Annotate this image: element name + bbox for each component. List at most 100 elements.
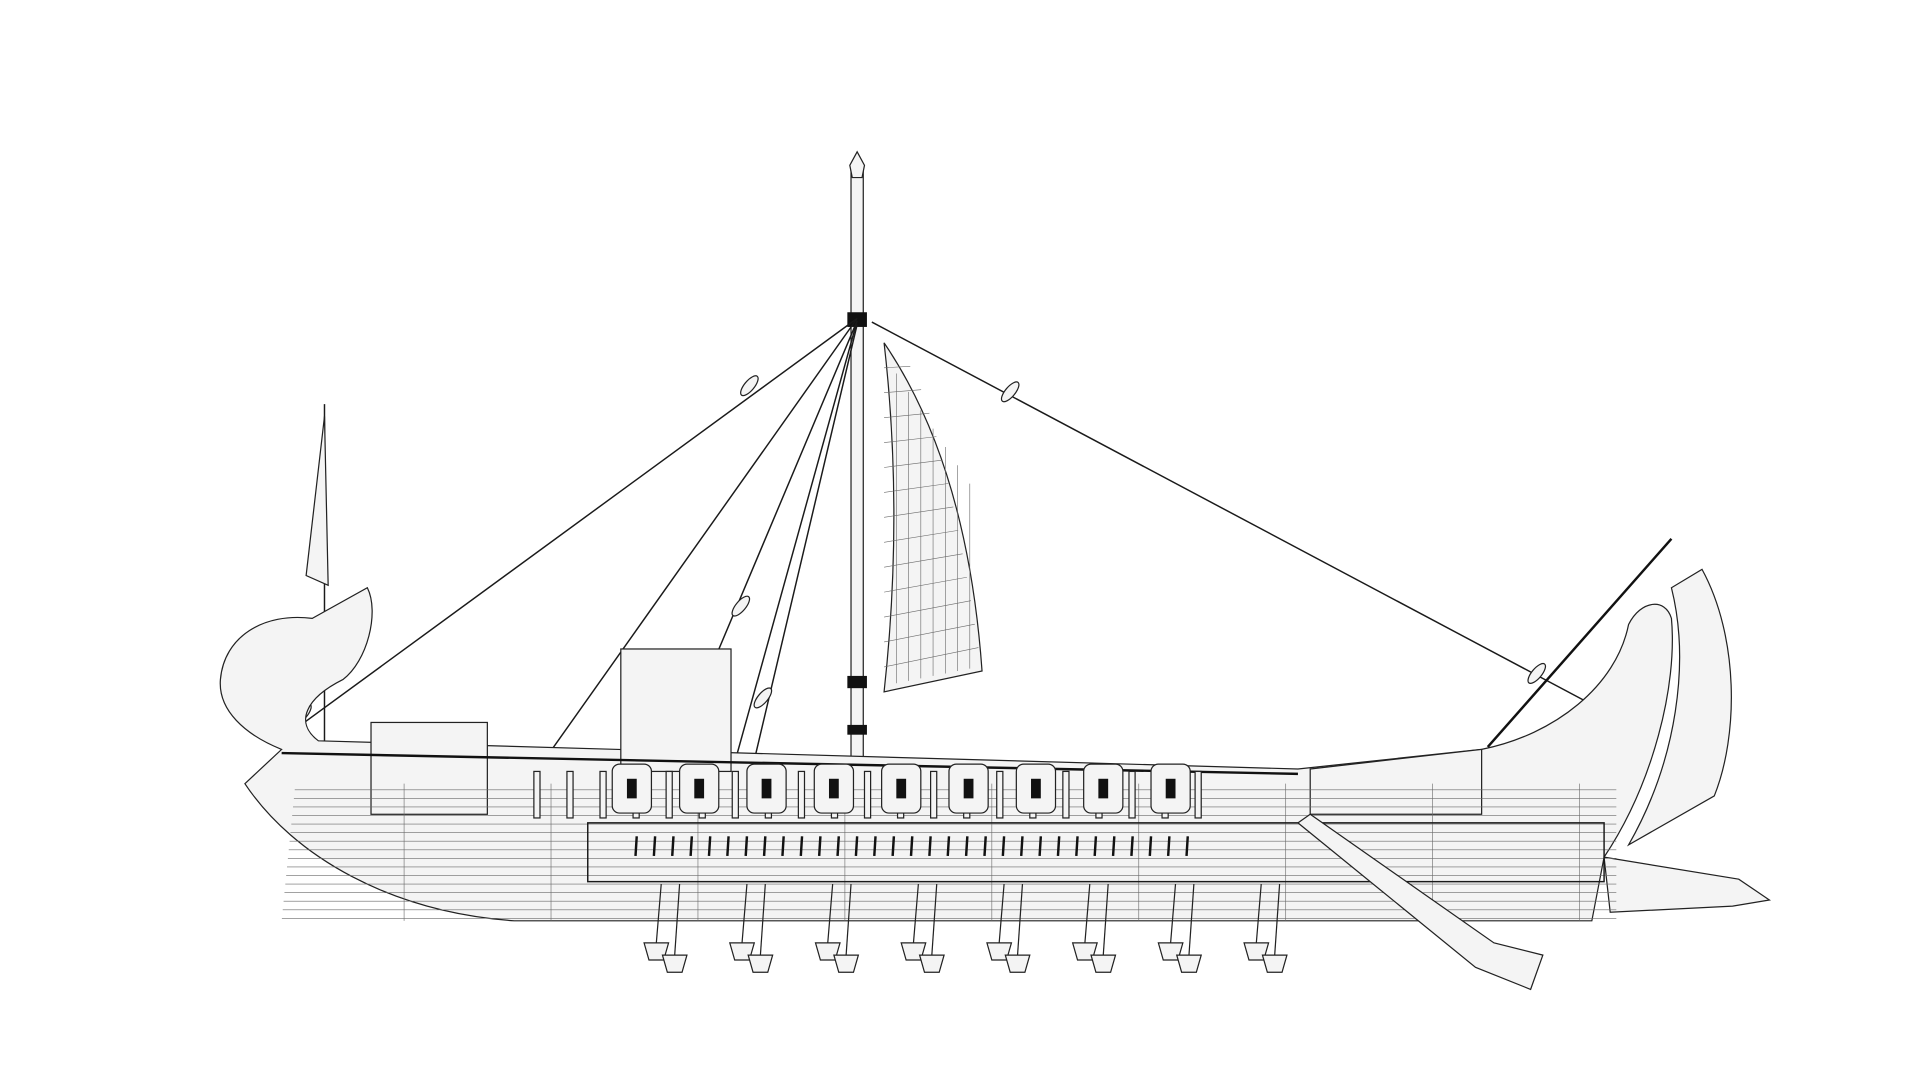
sail-grid-line <box>884 600 971 618</box>
sail-grid-line <box>884 647 979 668</box>
sail-grid-line <box>884 365 911 369</box>
rail-post <box>863 770 872 819</box>
sail-grid-line <box>884 483 949 493</box>
oar-shaft <box>1274 884 1281 956</box>
oar-shaft <box>1084 884 1091 943</box>
oar-port <box>964 836 969 856</box>
oar-shaft <box>1188 884 1195 956</box>
oar-port <box>1093 836 1098 856</box>
sail-grid-line <box>884 389 922 394</box>
shield-boss <box>963 778 974 799</box>
sail-grid-line <box>884 412 930 418</box>
steering-oar-upper <box>1486 537 1673 748</box>
oar-port <box>1130 836 1134 856</box>
oar-shaft <box>1102 884 1109 956</box>
oar-shaft <box>845 884 852 956</box>
oar-port <box>652 836 657 856</box>
rail-post <box>665 770 673 819</box>
rail-post <box>996 770 1004 819</box>
sail <box>883 342 983 693</box>
oar-shaft <box>931 884 938 956</box>
oar-port <box>762 836 767 856</box>
oar-port <box>946 836 951 856</box>
oar-blade <box>661 954 688 973</box>
oar-port <box>689 836 694 856</box>
oar-port <box>909 836 914 856</box>
oar-port <box>891 836 896 856</box>
rail-post <box>930 770 938 819</box>
rail-post <box>731 770 739 819</box>
oar-port <box>873 836 877 856</box>
shield-boss <box>1098 778 1109 799</box>
steering-oar-blade <box>1296 813 1544 991</box>
oar-port <box>983 836 987 856</box>
mast <box>847 150 867 773</box>
deck-tower <box>620 648 732 773</box>
oar-port <box>1001 836 1006 856</box>
stern-ornament <box>1626 568 1732 847</box>
oar-port <box>1148 836 1153 856</box>
shield-boss <box>828 778 839 799</box>
rigging-deadeye <box>1000 381 1020 403</box>
rail-post <box>797 770 806 819</box>
oar-blade <box>1090 954 1117 973</box>
oar-blade <box>918 954 945 973</box>
rail-post <box>599 770 607 819</box>
oar-port <box>854 836 859 856</box>
oar-blade <box>1175 954 1203 973</box>
oar-blade <box>1261 954 1288 973</box>
oar-port <box>1166 836 1171 856</box>
oar-port <box>1020 836 1024 856</box>
backstay-rope <box>871 321 1599 709</box>
oar-shaft <box>655 884 662 943</box>
oar-port <box>1038 836 1043 856</box>
rigging-deadeye <box>1527 662 1547 684</box>
shroud-rope <box>731 320 858 772</box>
sail-grid-line <box>884 506 954 518</box>
shield-boss <box>761 778 772 799</box>
sail-grid-line <box>884 623 975 643</box>
oar-shaft <box>1170 884 1177 943</box>
oar-shaft <box>759 884 766 956</box>
oar-shaft <box>827 884 834 943</box>
oar-port <box>671 836 675 856</box>
rigging-deadeye <box>740 375 759 397</box>
deck-cabin <box>370 721 488 815</box>
oar-port <box>707 836 712 856</box>
oar-port <box>744 836 749 856</box>
oar-port <box>817 836 822 856</box>
oar-shaft <box>998 884 1005 943</box>
shield-boss <box>896 778 907 799</box>
mast-finial <box>849 150 866 179</box>
rail-post <box>1062 770 1070 819</box>
hull-body <box>219 586 1673 922</box>
oar-port <box>836 836 840 856</box>
shield-boss <box>1031 778 1041 799</box>
rigging-deadeye <box>731 595 751 617</box>
rail-post <box>533 770 541 819</box>
shield-row <box>611 763 1191 814</box>
steering-oar <box>1296 537 1673 991</box>
rail-post <box>1194 770 1202 819</box>
oar-blade <box>1004 954 1031 973</box>
oar-port <box>928 836 932 856</box>
hull <box>219 568 1771 922</box>
shield-boss <box>626 778 637 799</box>
rigging <box>278 317 1599 772</box>
pennant-flag <box>305 416 329 587</box>
shield-boss <box>1165 778 1176 799</box>
forestay-rope <box>278 317 858 742</box>
stern-deck <box>1309 748 1483 815</box>
oar-port <box>1075 836 1079 856</box>
sail-grid-line <box>884 553 963 568</box>
rigging-deadeye <box>753 687 773 709</box>
oar-port <box>1185 836 1189 856</box>
deck-rail <box>281 751 1298 776</box>
oar-shaft <box>1255 884 1262 943</box>
rail-post <box>566 770 574 819</box>
stern-mast <box>305 404 329 760</box>
oar-port <box>799 836 804 856</box>
shroud-rope <box>535 317 858 772</box>
oar-port <box>1056 836 1061 856</box>
